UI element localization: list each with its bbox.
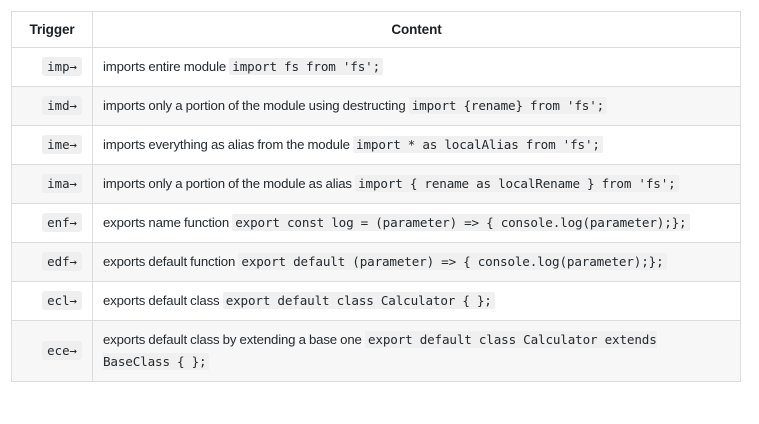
table-row: ece→ exports default class by extending a… (11, 320, 741, 383)
content-cell: imports entire module import fs from 'fs… (92, 46, 741, 88)
trigger-code-chip: ime→ (42, 135, 82, 155)
content-cell: imports only a portion of the module usi… (92, 86, 741, 127)
snippet-reference-table: Trigger Content imp→ imports entire modul… (11, 11, 741, 383)
content-code-snippet: export default class Calculator { }; (222, 292, 495, 310)
table-row: edf→ exports default function export defa… (11, 242, 741, 283)
content-cell: exports default class by extending a bas… (92, 320, 741, 383)
trigger-cell: ecl→ (11, 281, 93, 322)
content-cell: exports name function export const log =… (92, 203, 741, 244)
table-row: ime→ imports everything as alias from the… (11, 125, 741, 166)
table-row: enf→ exports name function export const l… (11, 203, 741, 244)
content-description: imports only a portion of the module as … (103, 176, 352, 192)
content-code-snippet: import * as localAlias from 'fs'; (353, 136, 603, 154)
content-code-snippet: import {rename} from 'fs'; (408, 97, 608, 115)
table-body: imp→ imports entire module import fs from… (11, 46, 741, 383)
content-description: imports only a portion of the module usi… (103, 98, 406, 114)
trigger-cell: ece→ (11, 320, 93, 383)
content-description: exports name function (103, 215, 230, 231)
content-description: imports everything as alias from the mod… (103, 137, 350, 153)
trigger-code-chip: imd→ (42, 96, 82, 116)
table-head: Trigger Content (11, 11, 741, 48)
trigger-cell: ima→ (11, 164, 93, 205)
trigger-code-chip: ecl→ (42, 291, 82, 311)
trigger-code-chip: ece→ (42, 341, 82, 361)
content-code-snippet: import { rename as localRename } from 'f… (355, 175, 679, 193)
content-code-snippet: import fs from 'fs'; (229, 58, 384, 75)
trigger-cell: ime→ (11, 125, 93, 166)
table-header-row: Trigger Content (11, 11, 741, 48)
content-description: imports entire module (103, 59, 227, 74)
content-code-snippet: export const log = (parameter) => { cons… (232, 214, 690, 232)
content-code-snippet: export default (parameter) => { console.… (238, 253, 667, 271)
table-row: imp→ imports entire module import fs from… (11, 46, 741, 88)
trigger-code-chip: enf→ (42, 213, 82, 233)
trigger-cell: imd→ (11, 86, 93, 127)
content-cell: imports everything as alias from the mod… (92, 125, 741, 166)
content-description: exports default class (103, 293, 220, 309)
trigger-code-chip: imp→ (42, 57, 82, 77)
content-cell: exports default class export default cla… (92, 281, 741, 322)
column-header-content: Content (92, 11, 741, 48)
table-row: imd→ imports only a portion of the module… (11, 86, 741, 127)
table-row: ima→ imports only a portion of the module… (11, 164, 741, 205)
trigger-code-chip: ima→ (42, 174, 82, 194)
content-cell: exports default function export default … (92, 242, 741, 283)
trigger-cell: imp→ (11, 46, 93, 88)
trigger-code-chip: edf→ (42, 252, 82, 272)
table-row: ecl→ exports default class export default… (11, 281, 741, 322)
content-description: exports default function (103, 254, 236, 270)
content-description: exports default class by extending a bas… (103, 332, 362, 348)
trigger-cell: enf→ (11, 203, 93, 244)
column-header-trigger: Trigger (11, 11, 93, 48)
trigger-cell: edf→ (11, 242, 93, 283)
content-cell: imports only a portion of the module as … (92, 164, 741, 205)
